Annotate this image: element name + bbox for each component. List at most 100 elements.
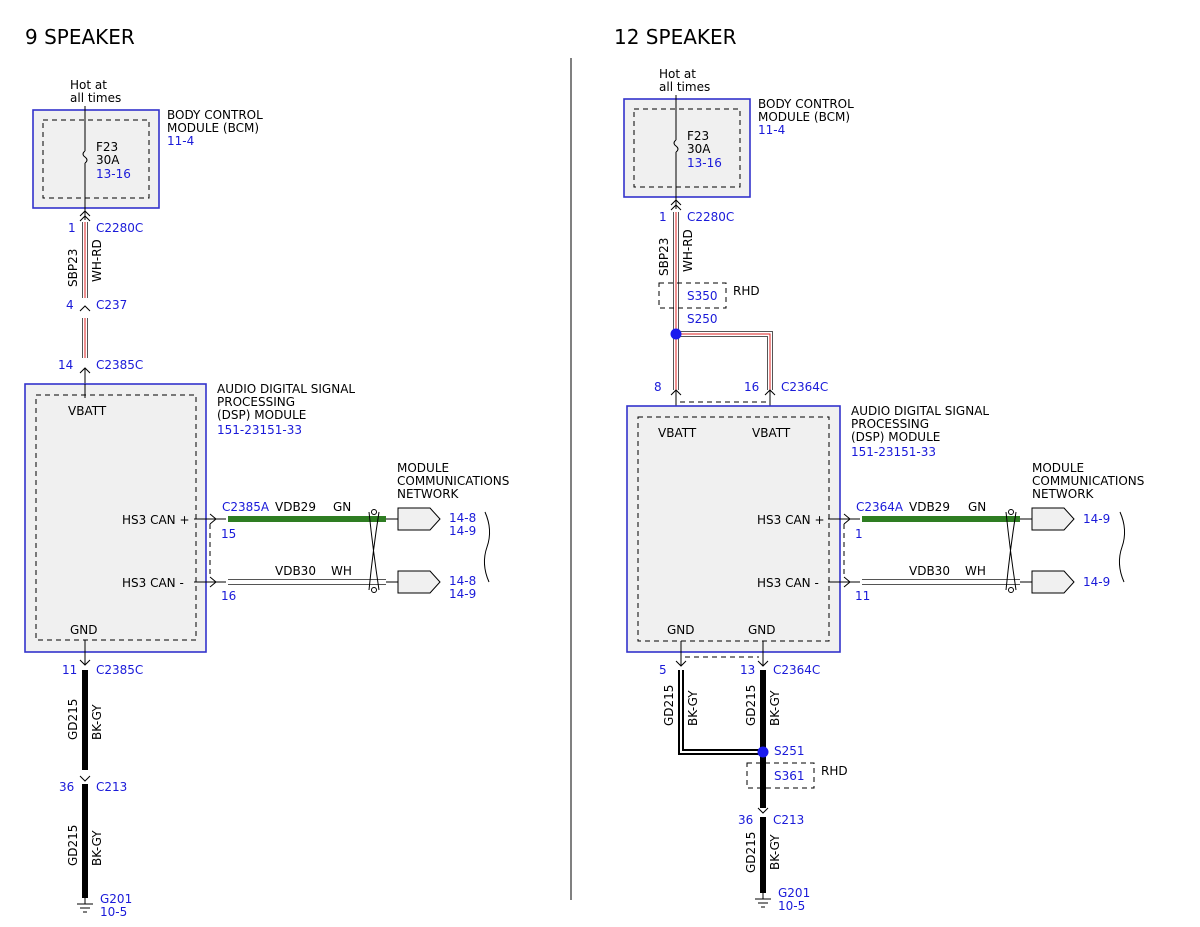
bcm-name-line2: MODULE (BCM): [758, 110, 850, 124]
splice-s251: [757, 746, 769, 758]
dsp-inner-box: [35, 394, 197, 641]
fuse-name: F23: [96, 140, 118, 154]
can-minus-arrow: [843, 576, 851, 588]
network-label-line1: MODULE: [1032, 461, 1084, 475]
network-brace: [483, 511, 491, 583]
c2280c-label: C2280C: [96, 221, 143, 235]
dsp-name-line3: (DSP) MODULE: [217, 408, 306, 422]
gnd-pin-5-arrow: [675, 660, 687, 667]
dsp-vbatt-b-label: VBATT: [752, 426, 791, 440]
connector-c213-arrow: [757, 807, 769, 814]
c2385c-gnd-label: C2385C: [96, 663, 143, 677]
vdb30-color: WH: [331, 564, 352, 578]
connector-c2280c-arrow: [79, 210, 91, 217]
splice-s350-box: [658, 282, 727, 309]
dsp-vbatt-a-label: VBATT: [658, 426, 697, 440]
connector-c237-arrow: [79, 305, 91, 312]
connector-c2280c-arrow: [670, 199, 682, 206]
hot-at-label-2: all times: [659, 80, 710, 94]
hot-at-label: Hot at: [659, 67, 696, 81]
dsp-module-box: [24, 383, 207, 653]
bcm-module-box: [32, 109, 160, 209]
network-label-line3: NETWORK: [397, 487, 460, 501]
hot-at-label-2: all times: [70, 91, 121, 105]
dsp-name-line2: PROCESSING: [217, 395, 295, 409]
can-plus-pin: 1: [855, 527, 863, 541]
s361-tag: RHD: [821, 764, 848, 778]
ref-plus: 14-9: [1083, 512, 1110, 526]
fuse-ref: 13-16: [96, 167, 131, 181]
c213-label: C213: [773, 813, 804, 827]
hot-at-label: Hot at: [70, 78, 107, 92]
fuse-ref: 13-16: [687, 156, 722, 170]
gd215-circuit-2: GD215: [744, 832, 758, 873]
wire-sbp23-circuit: SBP23: [66, 249, 80, 287]
gd215-color-1: BK-GY: [90, 704, 104, 740]
c213-pin: 36: [59, 780, 74, 794]
splice-s361-box: [746, 762, 815, 789]
dsp-ref: 151-23151-33: [851, 445, 936, 459]
c2385c-gnd-pin: 11: [62, 663, 77, 677]
gd215-color-2: BK-GY: [768, 834, 782, 870]
can-minus-pin: 16: [221, 589, 236, 603]
dsp-name-line3: (DSP) MODULE: [851, 430, 940, 444]
can-minus-arrow: [209, 576, 217, 588]
network-pointer-plus: [1031, 507, 1075, 531]
network-pointer-minus: [397, 570, 441, 594]
gd215-b-circuit: GD215: [744, 685, 758, 726]
gnd-pin-a: 5: [659, 663, 667, 677]
dsp-ref: 151-23151-33: [217, 423, 302, 437]
dsp-name-line2: PROCESSING: [851, 417, 929, 431]
c2280c-label: C2280C: [687, 210, 734, 224]
bcm-inner-box: [42, 119, 150, 199]
c2280c-pin: 1: [68, 221, 76, 235]
bcm-inner-box: [633, 108, 741, 188]
network-pointer-minus: [1031, 570, 1075, 594]
c213-label: C213: [96, 780, 127, 794]
wire-sbp23-color: WH-RD: [681, 229, 695, 272]
fuse-symbol: [82, 150, 88, 164]
dsp-can-plus-label: HS3 CAN +: [757, 513, 825, 527]
dsp-module-box: [626, 405, 841, 653]
s251-label: S251: [774, 744, 805, 758]
vdb29-circuit: VDB29: [275, 500, 316, 514]
s350-tag: RHD: [733, 284, 760, 298]
ground-name: G201: [100, 892, 132, 906]
dsp-name-line1: AUDIO DIGITAL SIGNAL: [217, 382, 355, 396]
vdb30-circuit: VDB30: [909, 564, 950, 578]
vdb29-color: GN: [968, 500, 986, 514]
wire-sbp23-color: WH-RD: [90, 239, 104, 282]
gd215-color-2: BK-GY: [90, 830, 104, 866]
network-label-line2: COMMUNICATIONS: [397, 474, 509, 488]
ref-plus-2: 14-9: [449, 524, 476, 538]
c2280c-pin: 1: [659, 210, 667, 224]
c237-label: C237: [96, 298, 127, 312]
vdb29-color: GN: [333, 500, 351, 514]
network-label-line3: NETWORK: [1032, 487, 1095, 501]
ref-plus-1: 14-8: [449, 511, 476, 525]
ground-ref: 10-5: [778, 899, 805, 913]
diagram-9-speaker: 9 SPEAKER Hot at all times BODY CONTROL …: [24, 25, 509, 919]
dsp-name-line1: AUDIO DIGITAL SIGNAL: [851, 404, 989, 418]
ground-ref: 10-5: [100, 905, 127, 919]
network-label-line2: COMMUNICATIONS: [1032, 474, 1144, 488]
fuse-symbol: [673, 139, 679, 153]
network-brace: [1118, 511, 1126, 583]
gd215-circuit-1: GD215: [66, 699, 80, 740]
dsp-can-minus-label: HS3 CAN -: [757, 576, 819, 590]
c2364c-gnd-label: C2364C: [773, 663, 820, 677]
bcm-ref: 11-4: [758, 123, 785, 137]
network-pointer-plus: [397, 507, 441, 531]
dsp-vbatt-label: VBATT: [68, 404, 107, 418]
bcm-ref: 11-4: [167, 134, 194, 148]
vdb29-circuit: VDB29: [909, 500, 950, 514]
bcm-name-line1: BODY CONTROL: [758, 97, 854, 111]
fuse-rating: 30A: [96, 153, 120, 167]
connector-c213-arrow: [79, 775, 91, 782]
bcm-name-line2: MODULE (BCM): [167, 121, 259, 135]
dsp-gnd-b-label: GND: [748, 623, 776, 637]
connector-c2280c-arrow-2: [79, 215, 91, 222]
ground-symbol: [77, 898, 93, 913]
gnd-pin-b: 13: [740, 663, 755, 677]
